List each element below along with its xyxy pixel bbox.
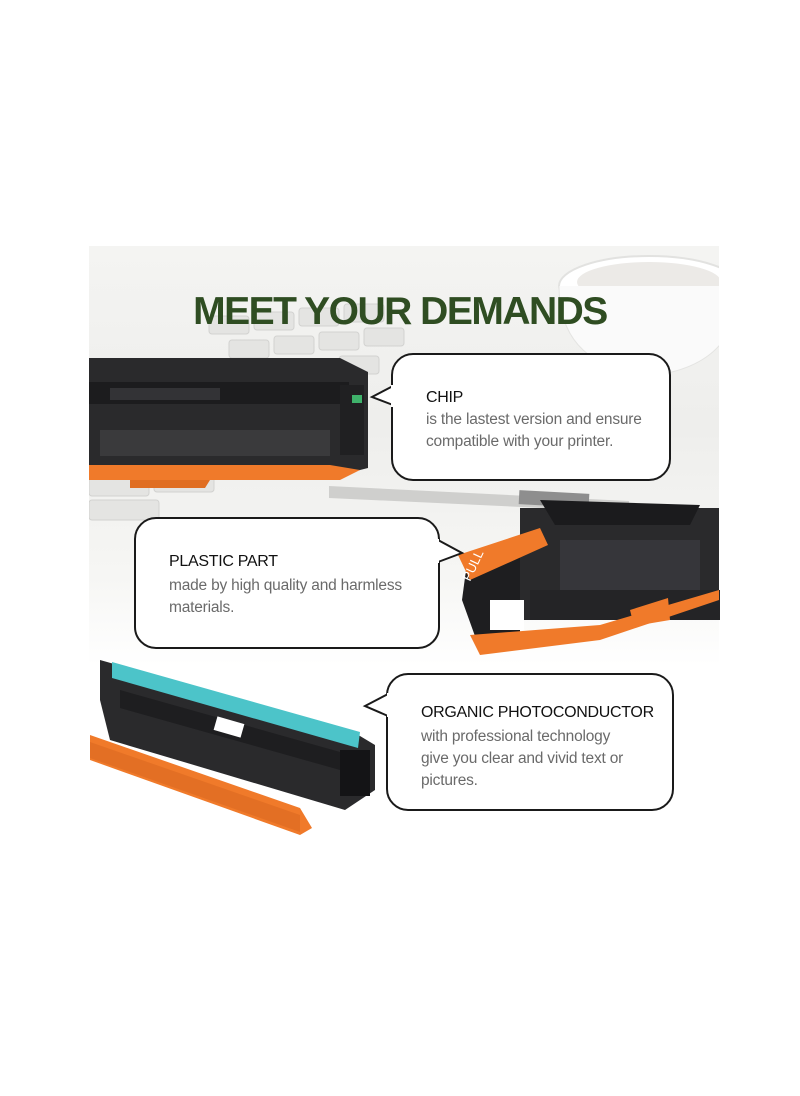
callout-opc-line2: give you clear and vivid text or (421, 750, 624, 767)
cartridge-bottom-image (90, 660, 375, 835)
callout-plastic-line2: materials. (169, 599, 235, 616)
callout-opc-line1: with professional technology (421, 728, 611, 745)
cartridge-top-image (89, 358, 368, 488)
callout-chip: CHIP is the lastest version and ensure c… (391, 353, 671, 481)
callout-opc-line3: pictures. (421, 772, 478, 789)
callout-plastic: PLASTIC PART made by high quality and ha… (134, 517, 440, 649)
callout-opc-title: ORGANIC PHOTOCONDUCTOR (421, 704, 654, 721)
callout-opc: ORGANIC PHOTOCONDUCTOR with professional… (386, 673, 674, 811)
callout-plastic-line1: made by high quality and harmless (169, 577, 402, 594)
cartridge-middle-image: PULL (458, 500, 720, 655)
callout-chip-title: CHIP (426, 389, 464, 406)
callout-chip-line2: compatible with your printer. (426, 433, 614, 450)
callout-plastic-title: PLASTIC PART (169, 553, 278, 570)
headline: MEET YOUR DEMANDS (193, 290, 608, 333)
callout-chip-line1: is the lastest version and ensure (426, 411, 642, 428)
